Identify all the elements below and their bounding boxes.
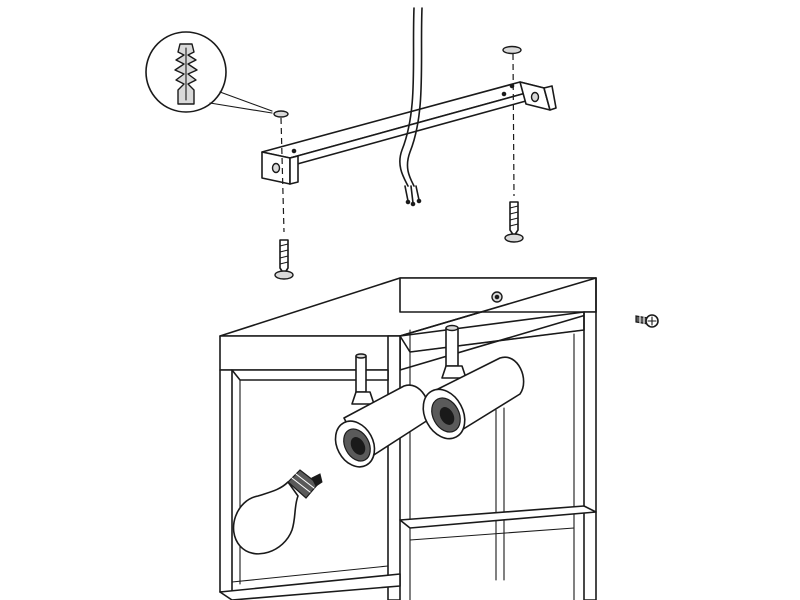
spot-lamp-1 <box>334 353 431 468</box>
fixing-screw <box>635 314 659 328</box>
bulb-socket-icon <box>287 469 323 499</box>
wall-plug-detail <box>145 31 273 114</box>
ceiling-hole-right <box>502 45 522 55</box>
power-cable <box>399 7 423 207</box>
frame <box>219 311 597 600</box>
mounting-bracket <box>261 81 557 185</box>
spot-lamp-2 <box>422 324 525 440</box>
bracket-hole-icon <box>530 91 540 103</box>
mounting-screw-right <box>504 201 524 243</box>
light-bulb <box>232 469 323 555</box>
ceiling-hole-left <box>273 110 289 118</box>
alignment-line-right <box>512 53 515 197</box>
mounting-screw-left <box>274 239 294 280</box>
canopy-box <box>219 277 597 371</box>
bracket-hole-icon <box>271 162 281 174</box>
wall-plug-icon <box>174 43 198 105</box>
alignment-line-left <box>280 117 285 233</box>
